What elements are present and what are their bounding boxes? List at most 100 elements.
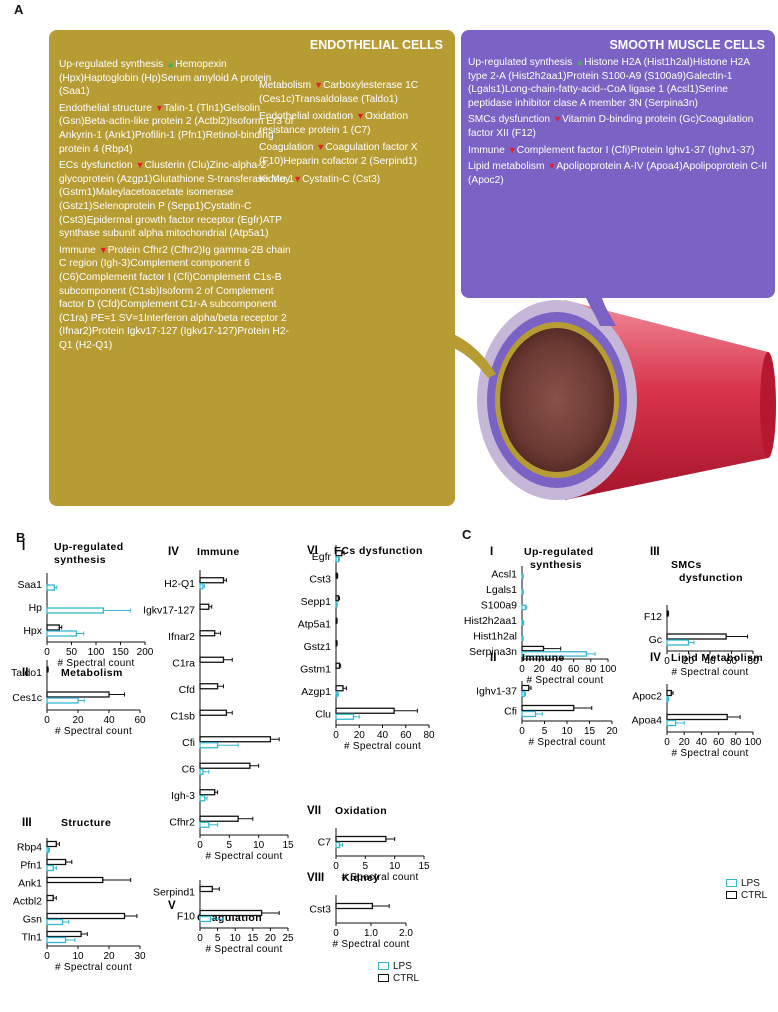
category-label: Rbp4 xyxy=(17,842,42,854)
protein-item: Cystatin-C (Cst3) xyxy=(59,200,252,226)
protein-item: Maleylacetoacetate isomerase (Gstz1) xyxy=(59,187,234,212)
category-label: Hist1h2al xyxy=(473,630,517,642)
up-arrow-icon: ▲ xyxy=(166,59,176,69)
protein-item: Complement factor I (Cfi) xyxy=(78,271,193,283)
x-axis-label: # Spectral count xyxy=(526,675,603,686)
protein-group: Up-regulated synthesis▲Histone H2A (Hist… xyxy=(468,56,768,110)
endothelial-callout-pointer xyxy=(444,330,496,378)
category-label: Lgals1 xyxy=(486,584,517,596)
protein-group: Lipid metabolism▼Apolipoprotein A-IV (Ap… xyxy=(468,160,768,187)
bar-lps xyxy=(521,573,524,580)
protein-item: Coagulation factor XII (F12) xyxy=(468,114,754,139)
bar-ctrl xyxy=(666,610,669,617)
x-tick-label: 0 xyxy=(44,715,50,726)
protein-item: Glutathione S-transferase Mu 1 (Gstm1) xyxy=(59,173,295,199)
protein-item: Retinol-binding protein 4 (Rbp4) xyxy=(59,129,274,155)
x-tick-label: 0 xyxy=(44,951,50,962)
x-tick-label: 20 xyxy=(103,951,115,962)
bar-lps xyxy=(199,795,206,802)
category-label: Igkv17-127 xyxy=(143,604,195,616)
category-label: Igh-3 xyxy=(171,790,195,802)
protein-item: Cystatin-C (Cst3) xyxy=(302,173,381,185)
protein-item: Heparin cofactor 2 (Serpind1) xyxy=(283,155,417,167)
protein-group: Coagulation▼Coagulation factor X (F10)He… xyxy=(259,141,454,168)
category-label: C1sb xyxy=(170,710,195,722)
panel-label-a: A xyxy=(14,2,24,17)
smooth-muscle-cells-box: SMOOTH MUSCLE CELLS Up-regulated synthes… xyxy=(461,30,775,298)
bar-ctrl xyxy=(335,662,341,669)
chart-title: synthesis xyxy=(530,559,582,571)
x-tick-label: 100 xyxy=(88,647,105,658)
protein-group: Kidney▼Cystatin-C (Cst3) xyxy=(259,173,454,187)
vessel-illustration xyxy=(444,298,776,500)
legend-label-ctrl: CTRL xyxy=(741,889,768,901)
bar-lps xyxy=(335,841,341,849)
chart-numeral: VIII xyxy=(307,872,324,884)
protein-item: Complement component 6 (C6) xyxy=(59,258,250,283)
protein-item: Long-chain-fatty-acid--CoA ligase 1 (Acs… xyxy=(504,84,699,96)
x-axis-label: # Spectral count xyxy=(344,741,421,752)
down-arrow-icon: ▼ xyxy=(547,161,557,172)
x-axis-label: # Spectral count xyxy=(205,851,282,862)
x-tick-label: 30 xyxy=(134,951,146,962)
bar-ctrl xyxy=(666,689,672,697)
category-label: C7 xyxy=(318,837,332,849)
category-label: Cfhr2 xyxy=(169,816,195,828)
protein-item: Histone H2A type 2-A (Hist2h2aa1) xyxy=(468,57,750,82)
protein-group-title-text: ECs dysfunction xyxy=(59,160,133,172)
category-label: Cst3 xyxy=(309,573,331,585)
protein-item: Galectin-1 (Lgals1) xyxy=(468,70,733,96)
protein-group-title-text: Endothelial oxidation xyxy=(259,111,354,123)
bar-ctrl xyxy=(335,835,387,843)
bar-lps xyxy=(335,713,355,720)
protein-group: Up-regulated synthesis▲Hemopexin (Hpx)Ha… xyxy=(59,58,299,99)
bar-lps xyxy=(199,742,219,749)
category-label: Taldo1 xyxy=(11,667,42,679)
x-tick-label: 5 xyxy=(542,726,548,737)
x-tick-label: 40 xyxy=(551,664,563,675)
down-arrow-icon: ▼ xyxy=(507,144,517,155)
smooth-muscle-column: Up-regulated synthesis▲Histone H2A (Hist… xyxy=(468,56,768,190)
protein-item: Serine peptidase inhibitor clase A membe… xyxy=(468,84,728,109)
category-label: Cfd xyxy=(179,684,196,696)
protein-item: Hemopexin (Hpx) xyxy=(59,59,227,84)
protein-item: ATP synthase subunit alpha mitochondrial… xyxy=(59,214,282,240)
category-label: Acsl1 xyxy=(491,568,517,580)
protein-item: Haptoglobin (Hp) xyxy=(83,72,161,84)
bar-ctrl xyxy=(199,656,225,663)
bar-lps xyxy=(521,604,527,611)
down-arrow-icon: ▼ xyxy=(135,160,145,171)
bar-ctrl xyxy=(199,709,228,716)
x-tick-label: 2.0 xyxy=(399,928,413,939)
smooth-muscle-box-title: SMOOTH MUSCLE CELLS xyxy=(609,38,765,52)
x-tick-label: 200 xyxy=(137,647,154,658)
chart-title: Metabolism xyxy=(61,667,123,679)
category-label: Saa1 xyxy=(17,579,42,591)
x-tick-label: 80 xyxy=(730,737,742,748)
chart-title: ECs dysfunction xyxy=(334,545,423,557)
category-label: F12 xyxy=(644,611,662,623)
x-axis-label: # Spectral count xyxy=(205,944,282,955)
bar-ctrl xyxy=(335,595,339,602)
vessel-lumen xyxy=(500,328,614,472)
chart-numeral: VI xyxy=(307,545,318,557)
bar-ctrl xyxy=(46,930,82,938)
endothelial-right-column: Metabolism▼Carboxylesterase 1C (Ces1c)Tr… xyxy=(259,79,454,190)
protein-item: Isoform 2 of Complement factor D (Cfd) xyxy=(59,285,274,311)
chart-title: synthesis xyxy=(54,554,106,566)
x-axis-label: # Spectral count xyxy=(341,872,418,883)
bar-lps xyxy=(46,936,67,944)
chart-title: Oxidation xyxy=(335,805,387,817)
panel-label-c: C xyxy=(462,527,472,542)
legend-item-ctrl: CTRL xyxy=(378,972,419,984)
x-tick-label: 60 xyxy=(726,656,738,667)
bar-ctrl xyxy=(46,691,110,698)
x-tick-label: 20 xyxy=(265,933,277,944)
protein-item: Apolipoprotein A-IV (Apoa4) xyxy=(556,161,683,173)
bar-ctrl xyxy=(199,603,210,610)
bar-lps xyxy=(666,719,677,727)
